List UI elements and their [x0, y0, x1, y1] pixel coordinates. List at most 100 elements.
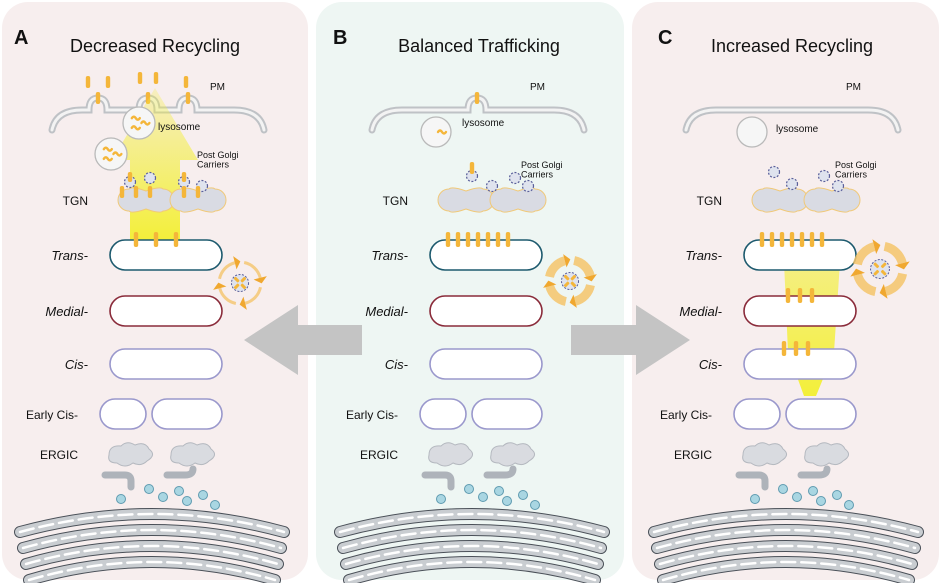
er-lumen: [27, 560, 277, 582]
ergic-cluster: [421, 442, 540, 510]
copii-vesicle: [198, 490, 208, 500]
panel-b-background: [316, 2, 624, 580]
trans-label: Trans-: [685, 248, 722, 263]
ergic-cluster: [735, 442, 854, 510]
recycling-arc: [243, 261, 262, 279]
cargo-protein: [153, 232, 159, 247]
cargo-protein: [183, 76, 189, 88]
medial-label: Medial-: [45, 304, 88, 319]
recycling-symbol: [213, 256, 267, 310]
ergic-tubule: [163, 465, 197, 479]
degraded-cargo: [436, 129, 448, 135]
copii-vesicle: [158, 492, 168, 502]
ergic-membrane: [428, 442, 473, 467]
er-lumen: [658, 544, 914, 566]
cargo-protein: [105, 76, 111, 88]
ergic-tubule: [421, 471, 455, 491]
copii-vesicle: [844, 500, 854, 510]
tgn-label: TGN: [697, 194, 722, 208]
cargo-protein: [233, 283, 240, 290]
recycling-arrowhead: [895, 261, 910, 270]
cargo-protein: [563, 274, 570, 281]
copii-vesicle: [436, 494, 446, 504]
ergic-tubule: [735, 471, 769, 491]
medial-cisterna: [429, 295, 543, 327]
er-lumen: [347, 560, 597, 582]
er-lumen: [341, 528, 603, 550]
cargo-protein: [181, 186, 187, 198]
panel-b-letter: B: [333, 27, 347, 49]
post-golgi-carrier: [143, 171, 157, 185]
cargo-protein: [185, 92, 191, 104]
copii-vesicle: [832, 490, 842, 500]
trans-label: Trans-: [51, 248, 88, 263]
post-golgi-carrier: [785, 177, 799, 191]
post-golgi-carrier: [521, 179, 535, 193]
cargo-protein: [789, 232, 795, 247]
ergic-membrane: [804, 442, 849, 467]
copii-vesicle: [144, 484, 154, 494]
recycling-arrowhead: [543, 280, 557, 288]
tgn-cisterna: [437, 187, 495, 213]
degraded-cargo: [102, 156, 113, 162]
cargo-protein: [570, 281, 577, 288]
recycling-vesicle: [870, 259, 890, 279]
early-cis-cisterna: [785, 398, 857, 430]
cis-label: Cis-: [385, 357, 409, 372]
recycling-arc: [572, 256, 595, 278]
lysosome-membrane: [94, 137, 128, 171]
ergic-tubule: [797, 465, 831, 479]
panel-a-letter: A: [14, 27, 28, 49]
left-transition-arrow: [244, 305, 362, 375]
cargo-protein: [137, 72, 143, 84]
recycling-arc: [545, 256, 567, 279]
pm-label: PM: [530, 82, 545, 93]
trans-cisterna: [109, 239, 223, 271]
recycling-arrowhead: [563, 254, 571, 268]
ergic-label: ERGIC: [40, 448, 78, 462]
cis-label: Cis-: [699, 357, 723, 372]
cargo-protein: [119, 186, 125, 198]
recycling-arrowhead: [239, 296, 247, 310]
panel-a-title: Decreased Recycling: [70, 36, 240, 56]
cargo-protein: [195, 186, 201, 198]
cargo-protein: [173, 232, 179, 247]
lysosome-membrane: [420, 116, 452, 148]
lysosome-membrane: [122, 106, 156, 140]
panel-c-title: Increased Recycling: [711, 36, 873, 56]
recycling-arrowhead: [233, 256, 241, 270]
ergic-cluster: [101, 442, 220, 510]
pm-label: PM: [846, 82, 861, 93]
early-cis-cisterna: [151, 398, 223, 430]
ergic-label: ERGIC: [360, 448, 398, 462]
cargo-protein: [797, 288, 803, 303]
recycling-symbol: [850, 239, 910, 299]
recycling-arrowhead: [850, 268, 865, 277]
copii-vesicle: [464, 484, 474, 494]
post-golgi-carrier: [831, 179, 845, 193]
er-lumen: [344, 544, 600, 566]
cargo-protein: [785, 288, 791, 303]
cargo-protein: [455, 232, 461, 247]
lysosome-label: lysosome: [158, 122, 201, 133]
cargo-protein: [781, 341, 787, 356]
cargo-protein: [563, 281, 570, 288]
medial-label: Medial-: [365, 304, 408, 319]
endoplasmic-reticulum: [334, 508, 610, 586]
cargo-protein: [240, 283, 247, 290]
early-cis-cisterna: [99, 398, 147, 430]
ergic-tubule: [101, 471, 135, 491]
cargo-protein: [880, 269, 887, 276]
recycling-arc: [218, 287, 237, 305]
cargo-protein: [181, 172, 187, 182]
cargo-protein: [880, 262, 887, 269]
recycling-vesicle: [560, 271, 580, 291]
cargo-protein: [465, 232, 471, 247]
cargo-protein: [759, 232, 765, 247]
recycling-arc: [573, 283, 595, 306]
post-golgi-carrier: [817, 169, 831, 183]
recycling-arrowhead: [253, 276, 267, 284]
recycling-arc: [883, 241, 907, 265]
